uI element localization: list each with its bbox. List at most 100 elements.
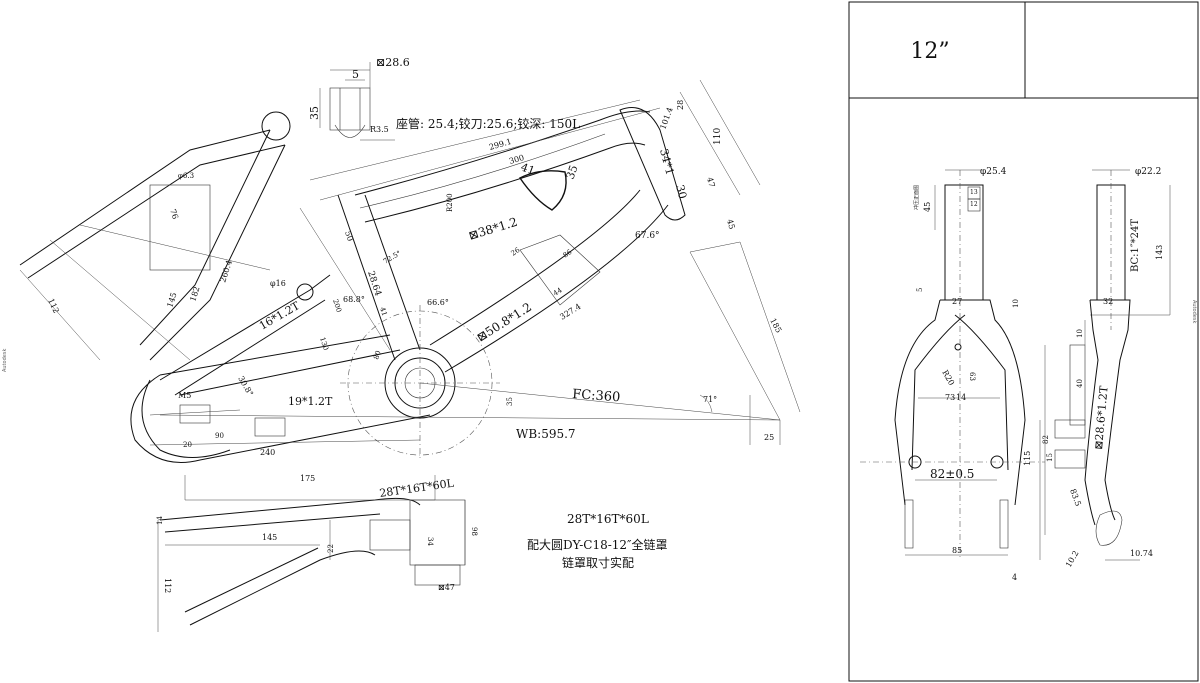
fork-dim-13: 13: [970, 189, 978, 196]
dim-5: 5: [352, 68, 359, 81]
seat-post-detail: [319, 62, 395, 141]
fork-side-dim-40: 40: [1076, 379, 1084, 388]
cs-dim-112: 112: [163, 578, 172, 593]
fork-front-view: φ25.4 13 12 45 冲压正面图 5 27 10 R20 63 73 1…: [860, 167, 1046, 582]
dim-44: 44: [552, 286, 564, 298]
fork-dim-4: 4: [1012, 573, 1017, 582]
cs-dim-22: 22: [327, 544, 335, 553]
m5: M5: [178, 391, 191, 400]
wb-label: WB:595.7: [516, 427, 576, 441]
fork-side-thread: BC:1″*24T: [1130, 219, 1141, 272]
dim-r35: R3.5: [370, 125, 389, 134]
fork-dim-27: 27: [952, 297, 962, 306]
dim-28-64: 28.64: [365, 270, 383, 298]
dim-90: 90: [215, 432, 224, 440]
dim-101: 101.4: [658, 106, 674, 131]
cs-sq-47: ⊠47: [438, 583, 455, 592]
fork-dim-12: 12: [970, 201, 978, 208]
dim-26: 26: [510, 246, 522, 258]
dim-25: 25: [764, 433, 774, 442]
left-side-label: Autodesk: [2, 349, 8, 372]
fork-dim-115: 115: [1023, 451, 1032, 466]
gearing-on-drawing: 28T*16T*60L: [379, 477, 456, 500]
dim-182: 182: [188, 285, 201, 302]
cs-dim-98: 98: [470, 527, 478, 536]
tube-19: 19*1.2T: [288, 395, 333, 408]
cs-dim-34: 34: [426, 537, 434, 546]
cs-dim-145: 145: [262, 533, 277, 542]
size-label: 12”: [910, 39, 949, 64]
dim-41: 41: [519, 161, 537, 178]
cs-dim-175: 175: [300, 474, 315, 483]
fork-dim-73: 73: [945, 393, 955, 402]
fork-side-note: 冲压正面图: [913, 185, 920, 210]
right-side-label: Autodesk: [1191, 300, 1197, 323]
fork-r20: R20: [940, 369, 956, 388]
fork-dim-45: 45: [923, 202, 932, 212]
fork-side-dim-143: 143: [1155, 245, 1164, 260]
cs-dim-14: 14: [156, 516, 164, 525]
fork-dim-85: 85: [952, 546, 962, 555]
dim-35b: 35: [564, 163, 581, 181]
dim-300: 300: [508, 153, 525, 166]
note-gearing: 28T*16T*60L: [567, 512, 649, 526]
fork-dim-63: 63: [968, 372, 976, 381]
dim-200: 200: [331, 298, 343, 313]
dim-185: 185: [768, 317, 783, 335]
fork-side-dim-10-2: 10.2: [1064, 549, 1081, 569]
dim-30: 30: [673, 183, 689, 200]
fork-side-tube: ⊠28.6*1.2T: [1092, 385, 1111, 451]
fork-dim-10: 10: [1012, 299, 1020, 308]
tube-38: ⊠38*1.2: [467, 215, 519, 243]
dim-130: 130: [318, 336, 330, 351]
dim-112: 112: [46, 297, 61, 315]
dim-sq-top: ⊠28.6: [376, 56, 410, 69]
angle-676: 67.6°: [635, 231, 660, 241]
seat-tube-spec: 座管: 25.4;铰刀:25.6;铰深: 150L: [396, 116, 580, 131]
dim-16: φ16: [270, 279, 286, 288]
fork-side-view: φ22.2 BC:1″*24T 143 32 10 40 ⊠28.6*1.2T …: [1039, 167, 1171, 569]
fork-side-dim-10: 10: [1076, 329, 1084, 338]
dim-327: 327.4: [558, 302, 582, 322]
fork-dim-82: 82±0.5: [930, 467, 974, 481]
dim-80: 80: [372, 350, 382, 361]
angle-308: 30.8°: [236, 375, 255, 398]
fork-side-top-dia: φ22.2: [1135, 167, 1161, 177]
dim-35: 35: [308, 106, 321, 120]
dim-110: 110: [713, 128, 723, 145]
fork-steerer-dia: φ25.4: [980, 167, 1007, 177]
fork-side-dim-10-74: 10.74: [1130, 549, 1153, 558]
dim-45: 45: [725, 218, 736, 230]
angle-666: 66.6°: [427, 298, 449, 307]
dim-145: 145: [165, 291, 178, 308]
dim-20: 20: [183, 441, 192, 449]
dim-41b: 41: [378, 306, 388, 317]
note-chain-guard-fit: 链罩取寸实配: [562, 555, 634, 570]
fork-side-dim-82: 82: [1042, 435, 1050, 444]
frame-drawing: ⊠28.6 5 35 R3.5 座管: 25.4;铰刀:25.6;铰深: 150…: [19, 56, 801, 463]
dim-240: 240: [260, 448, 275, 457]
dim-50: 50: [343, 230, 355, 242]
fork-side-dim-83: 83.5: [1068, 488, 1083, 508]
dim-28: 28: [676, 100, 685, 110]
fork-side-dim-15: 15: [1046, 453, 1054, 462]
dim-47: 47: [705, 176, 716, 188]
fork-dim-5: 5: [916, 288, 924, 292]
angle-688: 68.8°: [343, 295, 365, 304]
fork-side-dim-32: 32: [1103, 297, 1113, 306]
title-block: 12”: [848, 1, 1199, 682]
angle-71: 71°: [703, 395, 717, 404]
fork-dim-14: 14: [956, 393, 966, 402]
dim-r200: R200: [446, 193, 454, 212]
dim-86: 86: [562, 248, 574, 260]
dim-299: 299.1: [488, 137, 512, 152]
dim-6-3: φ6.3: [178, 172, 194, 180]
dim-260: 260.4: [218, 259, 234, 284]
dim-76: 76: [168, 208, 180, 220]
note-chain-guard: 配大圆DY-C18-12″全链罩: [527, 537, 668, 552]
dim-34: 34*1: [657, 147, 676, 176]
tube-16: 16*1.2T: [257, 299, 302, 333]
fc-label: FC:360: [572, 387, 621, 405]
chainstay-detail: 175 145 22 112 14 34 98 ⊠47 28T*16T*60L: [156, 474, 478, 632]
